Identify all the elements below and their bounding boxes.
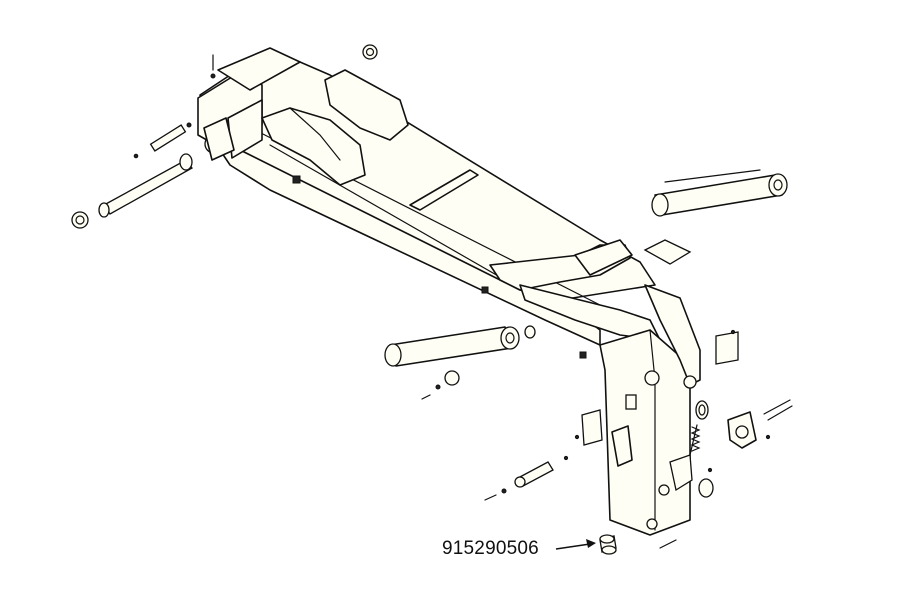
saddle-bracket xyxy=(261,69,409,186)
callout-arrow xyxy=(555,539,596,550)
rear-hardware xyxy=(133,44,378,159)
wear-pad-2 xyxy=(715,331,739,365)
lower-hydraulic-cylinder xyxy=(384,325,536,367)
cross-bracket xyxy=(489,239,661,341)
nut-1 xyxy=(292,175,301,184)
right-side-hardware xyxy=(659,329,793,549)
rear-pivot-pin xyxy=(71,153,193,229)
rear-bracket xyxy=(197,47,301,161)
part-number-label: 915290506 xyxy=(442,538,539,559)
bushing-915290506 xyxy=(599,534,617,555)
vertical-mast xyxy=(599,284,701,536)
lower-left-hardware xyxy=(421,370,580,501)
wear-pad-3 xyxy=(581,409,603,446)
upper-hydraulic-cylinder xyxy=(651,169,788,217)
wear-pad-1 xyxy=(643,239,692,265)
main-boom xyxy=(199,49,656,346)
nut-3 xyxy=(579,351,587,359)
nut-2 xyxy=(481,286,489,294)
